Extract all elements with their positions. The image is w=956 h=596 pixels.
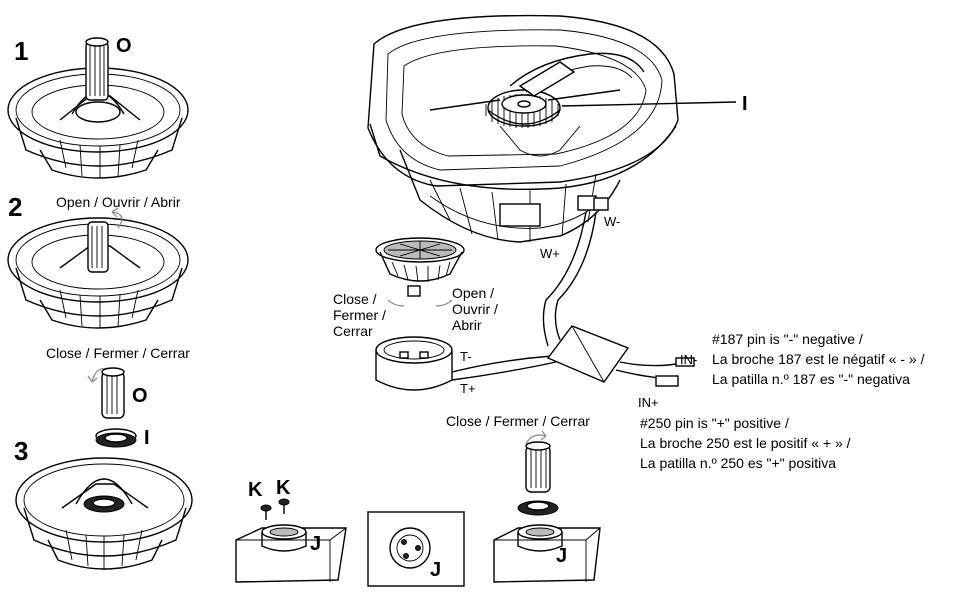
wire-label-w-plus: W+ bbox=[540, 246, 560, 261]
open-rotation-arrow bbox=[111, 211, 123, 229]
leader-line-i bbox=[561, 101, 737, 107]
part-o-label-step1: O bbox=[116, 35, 132, 57]
step-1-speaker bbox=[7, 37, 189, 179]
wire-label-in-minus: IN- bbox=[680, 352, 697, 367]
open-label-mid-3: Abrir bbox=[452, 317, 482, 333]
open-label-step2: Open / Ouvrir / Abrir bbox=[56, 194, 181, 210]
mount-top-view-box bbox=[367, 511, 465, 587]
right-knob-assembly bbox=[517, 430, 559, 516]
positive-note-line-2: La broche 250 est le positif « + » / bbox=[640, 435, 851, 451]
step-3-ring bbox=[95, 428, 137, 448]
step-3-number: 3 bbox=[14, 436, 28, 466]
screws-k bbox=[260, 498, 290, 520]
step-3-speaker bbox=[15, 457, 193, 570]
part-i-label-main: I bbox=[742, 93, 748, 115]
part-k-label-2: K bbox=[276, 477, 291, 499]
part-j-label-right: J bbox=[556, 545, 567, 567]
close-label-right: Close / Fermer / Cerrar bbox=[446, 413, 590, 429]
part-o-label-step3: O bbox=[132, 385, 148, 407]
tweeter-cup bbox=[375, 336, 453, 391]
part-j-label-left: J bbox=[310, 533, 321, 555]
tweeter-grille-assembly bbox=[375, 237, 465, 297]
surface-mount-block-right bbox=[493, 524, 601, 583]
wire-label-t-plus: T+ bbox=[460, 381, 476, 396]
wire-label-w-minus: W- bbox=[604, 214, 620, 229]
positive-note-line-1: #250 pin is "+" positive / bbox=[640, 415, 789, 431]
wire-label-in-plus: IN+ bbox=[638, 395, 659, 410]
surface-mount-block-left bbox=[235, 524, 347, 583]
negative-note-line-1: #187 pin is "-" negative / bbox=[712, 331, 863, 347]
close-label-mid-1: Close / bbox=[333, 291, 377, 307]
crossover-wiring bbox=[451, 211, 695, 387]
terminal-187 bbox=[675, 357, 695, 367]
part-k-label-1: K bbox=[248, 479, 263, 501]
part-j-label-mid: J bbox=[430, 559, 441, 581]
step-3-knob bbox=[87, 367, 125, 419]
step-1-number: 1 bbox=[14, 36, 28, 66]
negative-note-line-2: La broche 187 est le négatif « - » / bbox=[712, 351, 925, 367]
step-2-speaker bbox=[7, 207, 189, 329]
terminal-250 bbox=[655, 375, 679, 387]
main-speaker-exploded bbox=[367, 14, 679, 243]
close-arrow-mid bbox=[387, 299, 405, 307]
close-label-mid-2: Fermer / bbox=[333, 307, 386, 323]
wire-label-t-minus: T- bbox=[460, 349, 472, 364]
negative-note-line-3: La patilla n.º 187 es "-" negativa bbox=[712, 371, 910, 387]
positive-note-line-3: La patilla n.º 250 es "+" positiva bbox=[640, 455, 836, 471]
part-i-label-step3: I bbox=[144, 427, 150, 449]
open-label-mid-2: Ouvrir / bbox=[452, 301, 498, 317]
close-label-step3: Close / Fermer / Cerrar bbox=[46, 345, 190, 361]
close-label-mid-3: Cerrar bbox=[333, 323, 373, 339]
step-2-number: 2 bbox=[8, 192, 22, 222]
open-arrow-mid bbox=[435, 299, 453, 307]
open-label-mid-1: Open / bbox=[452, 285, 494, 301]
